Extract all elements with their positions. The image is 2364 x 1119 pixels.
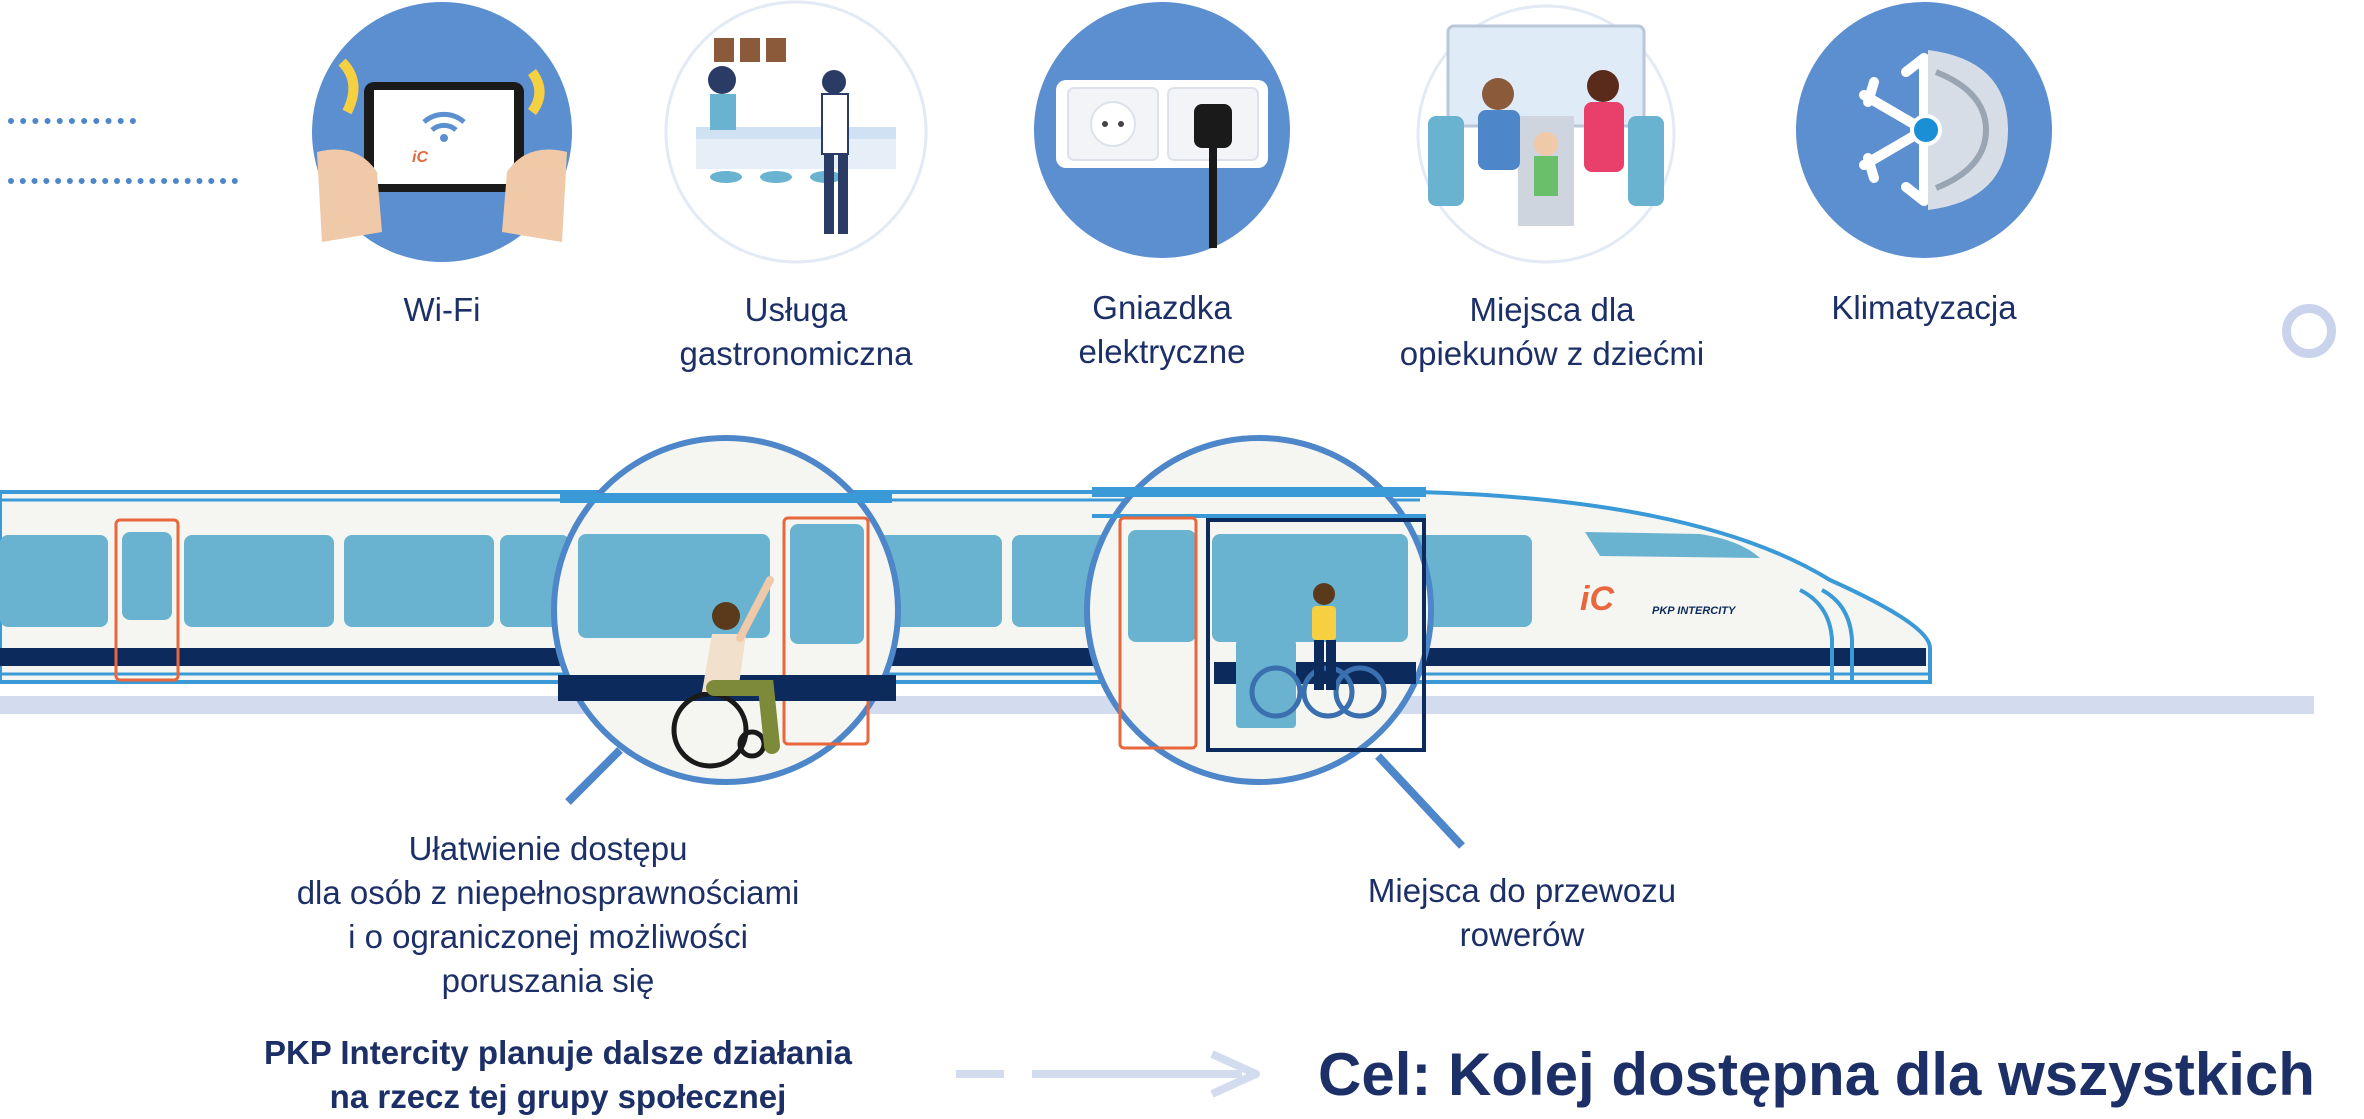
decorative-dotted-line: [8, 118, 136, 124]
decorative-dotted-line: [8, 178, 238, 184]
callout-bicycles-label: Miejsca do przewozu rowerów: [1367, 872, 1677, 953]
svg-text:iC: iC: [412, 149, 428, 166]
amenity-label: Miejsca dla opiekunów z dziećmi: [1399, 291, 1705, 372]
decorative-ring: [2282, 304, 2336, 358]
goal-heading: Cel: Kolej dostępna dla wszystkich: [1318, 1041, 2315, 1108]
arrow-icon: [956, 1050, 1260, 1098]
bicycle-zoom: [1084, 435, 1434, 785]
amenity-label: Wi-Fi: [403, 291, 481, 328]
amenity-label: Usługa gastronomiczna: [679, 291, 913, 372]
wheelchair-zoom: [551, 435, 901, 785]
bicycle-icon: [1236, 583, 1387, 728]
train-logo-mark: iC: [1580, 580, 1614, 618]
air-conditioning-icon: [1796, 2, 2052, 258]
callout-accessibility-label: Ułatwienie dostępu dla osób z niepełnosp…: [296, 830, 800, 999]
gastronomy-icon: [664, 0, 928, 264]
train-logo-text: PKP INTERCITY: [1652, 605, 1737, 617]
amenity-label: Klimatyzacja: [1831, 289, 2017, 326]
planned-actions-note: PKP Intercity planuje dalsze działania n…: [263, 1034, 853, 1115]
train-illustration: iC PKP INTERCITY: [0, 435, 2314, 849]
power-socket-icon: [1034, 2, 1290, 258]
family-seats-icon: [1416, 4, 1676, 264]
wifi-tablet-icon: iC: [312, 2, 572, 262]
amenity-label: Gniazdka elektryczne: [1078, 289, 1246, 370]
wheelchair-icon: [671, 576, 780, 769]
